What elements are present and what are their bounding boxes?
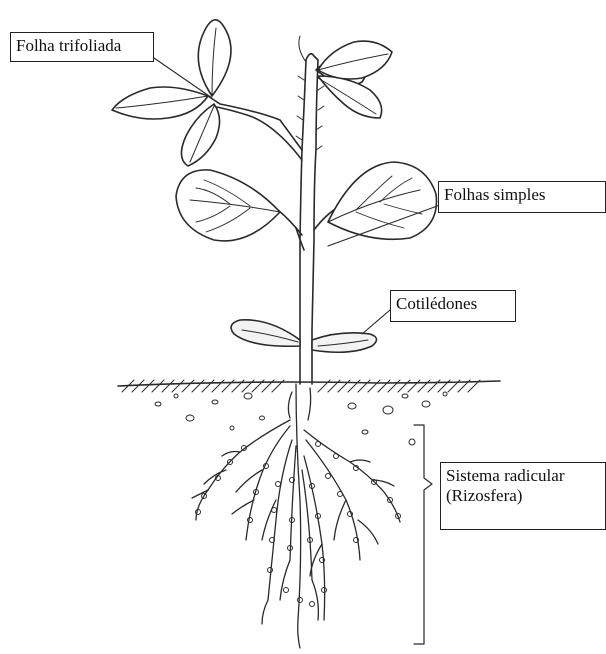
cotyledons	[231, 320, 376, 352]
label-cotyledons: Cotilédones	[390, 290, 516, 322]
label-root-system: Sistema radicular (Rizosfera)	[440, 462, 606, 530]
root-bracket	[414, 425, 432, 644]
simple-leaves	[176, 162, 436, 241]
label-root-system-line2: (Rizosfera)	[446, 486, 600, 506]
label-trifoliate-leaf: Folha trifoliada	[10, 32, 154, 62]
label-simple-leaves: Folhas simples	[438, 181, 606, 213]
label-root-system-line1: Sistema radicular	[446, 466, 600, 486]
roots	[192, 384, 400, 648]
top-leaves	[299, 36, 392, 118]
